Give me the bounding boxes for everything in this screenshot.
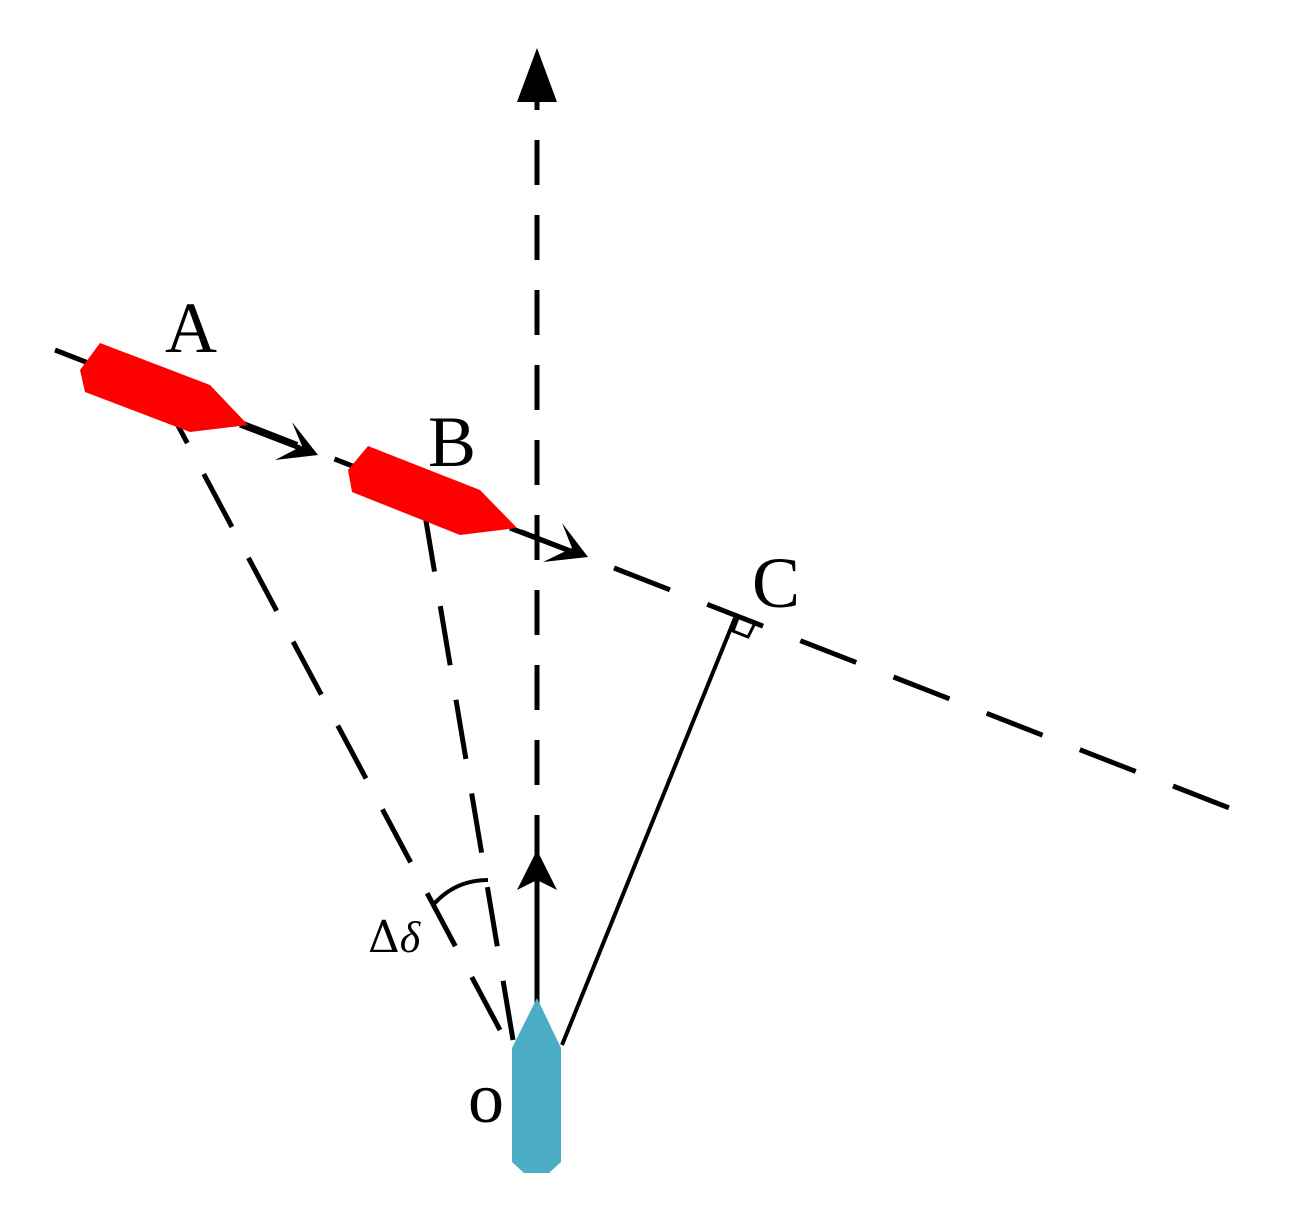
label-o: o (468, 1058, 504, 1138)
bearing-line-b (422, 514, 516, 1041)
label-a: A (165, 288, 217, 368)
relative-motion-dashed-line (54, 347, 1256, 821)
right-angle-marker (731, 617, 756, 639)
delta-delta-arc (431, 878, 489, 907)
label-angle: Δδ (368, 912, 422, 963)
bearing-line-a (172, 418, 503, 1032)
track-segment-a-b (239, 422, 301, 451)
own-ship (512, 998, 561, 1173)
label-b: B (428, 402, 476, 482)
target-ship-b (348, 446, 517, 535)
track-segment-b-c (509, 525, 571, 554)
label-c: C (752, 543, 800, 623)
label-angle-symbol: δ (400, 913, 422, 962)
closest-approach-line (560, 617, 737, 1046)
target-ship-a (80, 343, 248, 432)
track-arrowhead-2 (543, 523, 588, 562)
own-ship-heading-arrowhead (517, 850, 557, 890)
label-angle-delta: Δ (368, 912, 400, 963)
heading-top-arrowhead (517, 48, 557, 102)
track-arrowhead-1 (275, 422, 318, 460)
